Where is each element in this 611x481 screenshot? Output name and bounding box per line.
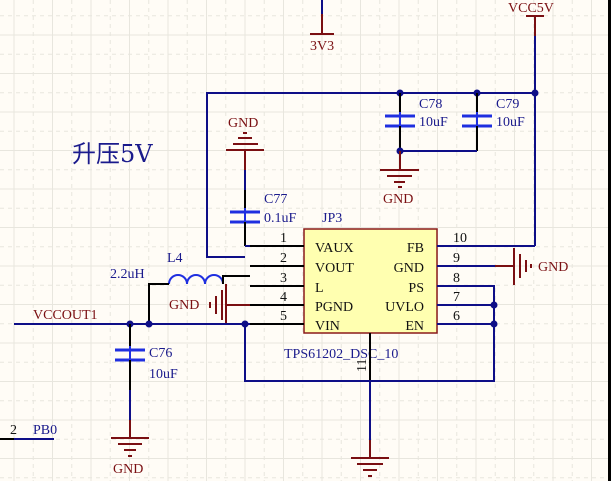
capacitor-c77[interactable]: C77 0.1uF xyxy=(230,170,297,246)
ic-pin-name: EN xyxy=(405,319,424,334)
ic-pin-name: GND xyxy=(394,261,424,276)
gnd-label: GND xyxy=(538,260,568,275)
net-label-pb0: PB0 xyxy=(33,423,57,438)
ic-pin-name: UVLO xyxy=(385,300,424,315)
c79-ref: C79 xyxy=(496,97,519,112)
ic-pin-name: PGND xyxy=(315,300,353,315)
ic-pin-number: 4 xyxy=(280,290,287,305)
junction xyxy=(531,89,539,97)
l4-ref: L4 xyxy=(167,251,183,266)
ic-part-number: TPS61202_DSC_10 xyxy=(284,347,398,362)
ic-pin-11-number: 11 xyxy=(355,359,370,372)
ic-pin-number: 1 xyxy=(280,231,287,246)
ic-pin-name: FB xyxy=(407,241,424,256)
capacitor-c76[interactable]: C76 10uF xyxy=(115,324,178,420)
ic-pin-number: 5 xyxy=(280,309,287,324)
ic-pin-number: 9 xyxy=(453,251,460,266)
gnd-label: GND xyxy=(383,192,413,207)
l4-value: 2.2uH xyxy=(110,267,145,282)
c76-ref: C76 xyxy=(149,346,172,361)
wire-vout-rail xyxy=(206,92,535,258)
c77-value: 0.1uF xyxy=(264,211,297,226)
junction xyxy=(145,320,153,328)
gnd-symbol-pin9[interactable]: GND xyxy=(437,248,568,285)
ic-pin-number: 2 xyxy=(280,251,287,266)
c78-ref: C78 xyxy=(419,97,442,112)
gnd-symbol-c78[interactable]: GND xyxy=(380,151,419,207)
c77-ref: C77 xyxy=(264,192,287,207)
ic-pin-name: VIN xyxy=(315,319,340,334)
gnd-symbol-pgnd[interactable]: GND xyxy=(169,284,250,324)
schematic-title: 升压5V xyxy=(72,140,153,168)
gnd-symbol-c76[interactable]: GND xyxy=(111,420,149,477)
power-port-vcc5v[interactable]: VCC5V xyxy=(508,1,554,246)
connector-pin-number: 2 xyxy=(10,423,17,438)
gnd-symbol-ic[interactable] xyxy=(351,382,389,477)
wire-bottom-loop xyxy=(244,285,495,382)
ic-pin-name: VOUT xyxy=(315,261,354,276)
gnd-label: GND xyxy=(169,298,199,313)
ic-pin-number: 7 xyxy=(453,290,460,305)
ic-pin-name: L xyxy=(315,281,324,296)
power-port-3v3[interactable]: 3V3 xyxy=(310,0,334,54)
ic-pin-name: PS xyxy=(408,281,424,296)
capacitor-c78[interactable]: C78 10uF xyxy=(385,93,448,151)
ic-pin-number: 10 xyxy=(453,231,467,246)
gnd-symbol-c77[interactable]: GND xyxy=(226,116,264,170)
ic-body xyxy=(303,228,438,334)
c78-value: 10uF xyxy=(419,115,448,130)
ic-pin-number: 6 xyxy=(453,309,460,324)
c76-value: 10uF xyxy=(149,367,178,382)
gnd-label: GND xyxy=(228,116,258,131)
capacitor-c79[interactable]: C79 10uF xyxy=(462,93,525,151)
connector-pin-pb0[interactable]: 2 PB0 xyxy=(0,423,57,440)
ic-ref: JP3 xyxy=(322,211,342,226)
ic-pin-number: 8 xyxy=(453,271,460,286)
net-label-vccout1: VCCOUT1 xyxy=(33,308,98,323)
gnd-label: GND xyxy=(113,462,143,477)
c79-value: 10uF xyxy=(496,115,525,130)
net-label-3v3: 3V3 xyxy=(310,39,334,54)
ic-pin-name: VAUX xyxy=(315,241,354,256)
inductor-l4[interactable]: L4 2.2uH xyxy=(110,251,250,324)
net-label-vcc5v: VCC5V xyxy=(508,1,554,16)
window-border xyxy=(608,0,611,481)
ic-pin-number: 3 xyxy=(280,271,287,286)
